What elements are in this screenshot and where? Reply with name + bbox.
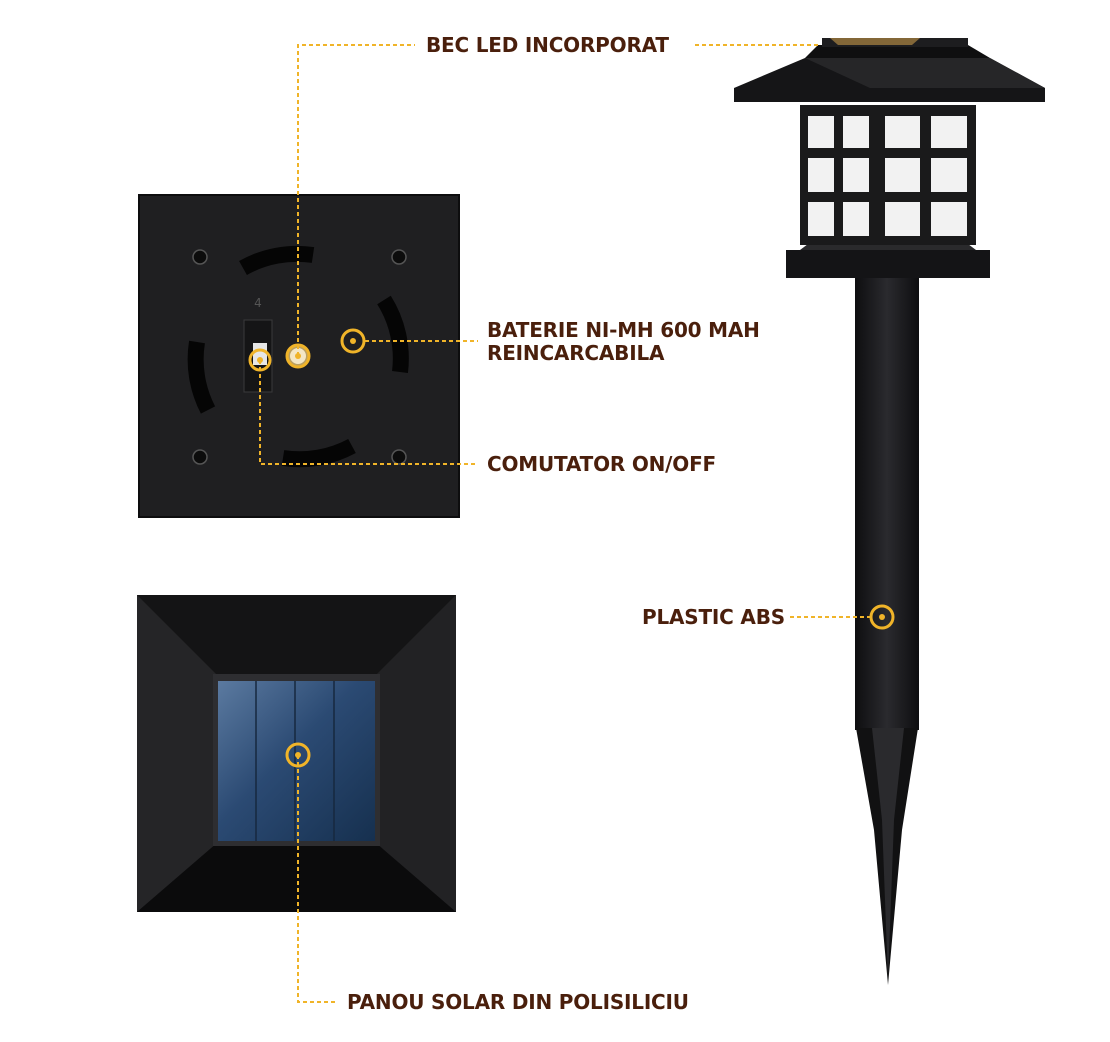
battery-label-line1: BATERIE NI-MH 600 MAH: [487, 318, 760, 342]
led-bulb-label: BEC LED INCORPORAT: [426, 33, 669, 57]
solar-marker-icon: [285, 742, 311, 768]
leader-lines: [259, 44, 870, 1003]
solar-panel-label: PANOU SOLAR DIN POLISILICIU: [347, 990, 689, 1014]
material-marker-icon: [869, 604, 895, 630]
switch-marker-icon: [248, 348, 272, 372]
material-label: PLASTIC ABS: [642, 605, 785, 629]
led-marker-icon: [285, 343, 311, 369]
switch-slot: 4: [243, 296, 273, 393]
solar-cell: [218, 681, 375, 841]
battery-label-line2: REINCARCABILA: [487, 341, 665, 365]
svg-text:4: 4: [254, 296, 262, 310]
battery-marker-icon: [340, 328, 366, 354]
battery-cover-ring: [187, 245, 409, 468]
solar-panel-top-view: [137, 595, 456, 912]
screw-icon: [192, 249, 407, 465]
garden-lamp: [734, 38, 1045, 985]
switch-label: COMUTATOR ON/OFF: [487, 452, 717, 476]
lantern-windows: [808, 116, 967, 236]
callout-markers: [248, 328, 895, 768]
